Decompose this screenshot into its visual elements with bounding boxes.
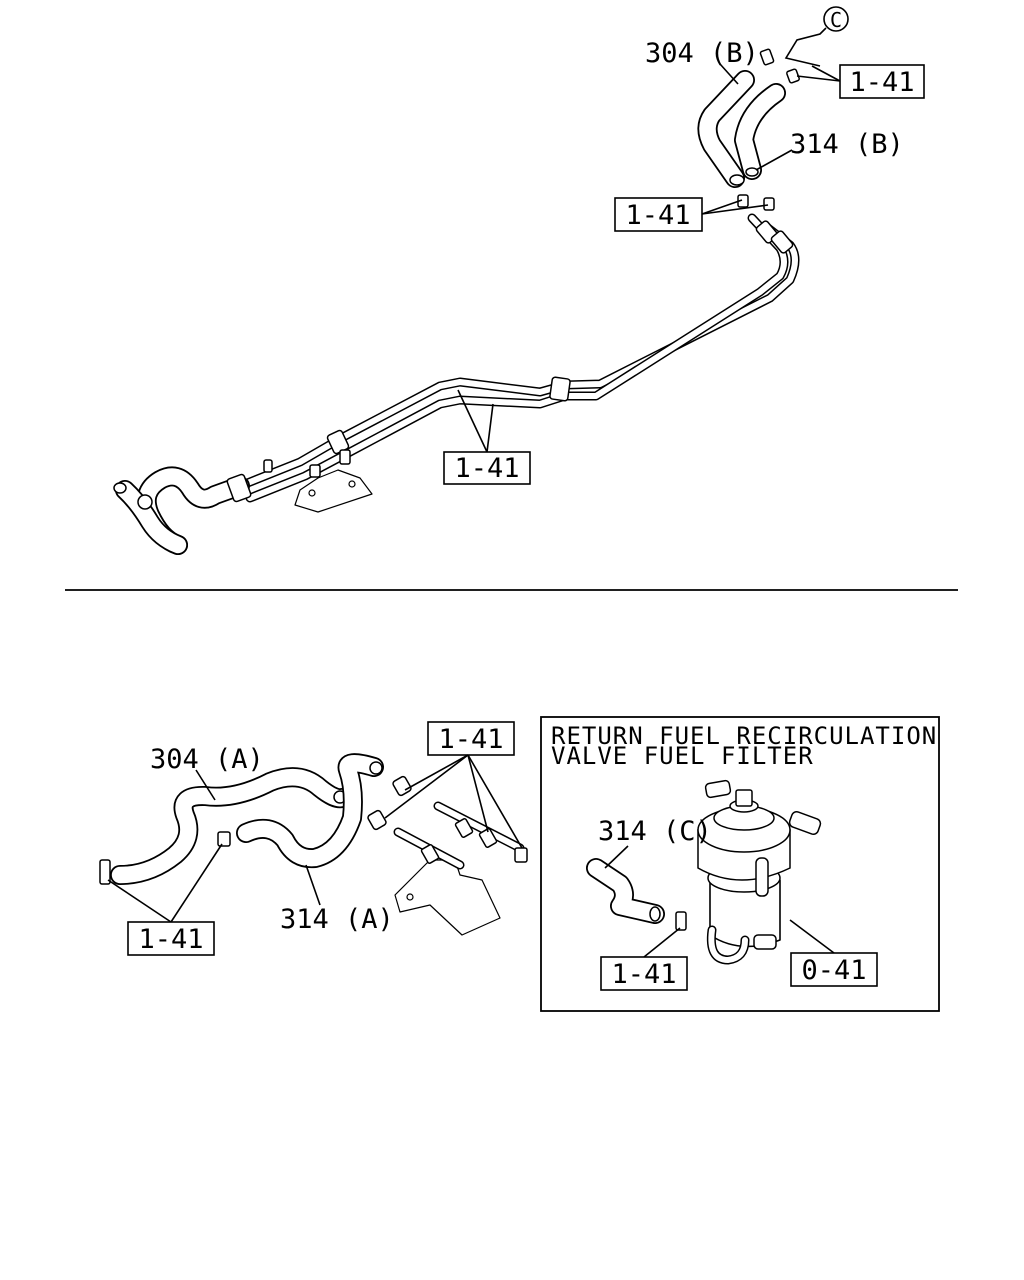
ref-box-1-41-top-mid: 1-41: [614, 197, 769, 232]
svg-text:1-41: 1-41: [438, 724, 503, 755]
ref-box-1-41-bottom-left: 1-41: [107, 843, 223, 956]
svg-text:1-41: 1-41: [611, 959, 676, 990]
ref-box-1-41-inset: 1-41: [600, 927, 688, 991]
label-314c: 314 (C): [598, 816, 712, 847]
clip-small: [217, 831, 231, 847]
svg-text:1-41: 1-41: [138, 924, 203, 955]
clip-left: [99, 859, 111, 885]
svg-text:1-41: 1-41: [849, 67, 914, 98]
label-304a: 304 (A): [150, 744, 264, 775]
svg-text:0-41: 0-41: [801, 955, 866, 986]
fuel-filter: [675, 779, 822, 965]
label-314a: 314 (A): [280, 904, 394, 935]
svg-text:1-41: 1-41: [454, 453, 519, 484]
ref-box-1-41-top-right: 1-41: [796, 64, 925, 99]
hose-304b: [697, 70, 755, 188]
label-314b: 314 (B): [790, 129, 904, 160]
hose-314a: [236, 753, 384, 869]
fuel-pipe-assembly: [113, 213, 800, 555]
pipe-bracket-assembly: [367, 775, 528, 936]
callout-c-label: C: [830, 8, 842, 32]
callout-c-circle: [823, 6, 849, 32]
ref-box-1-41-top-center: 1-41: [443, 389, 531, 485]
inset-return-fuel-valve: RETURN FUEL RECIRCULATION VALVE FUEL FIL…: [540, 716, 940, 1012]
svg-text:1-41: 1-41: [625, 200, 690, 231]
label-304b: 304 (B): [645, 38, 759, 69]
inset-title-line2: VALVE FUEL FILTER: [551, 742, 814, 770]
ref-box-1-41-bottom-right-pipes: 1-41: [384, 721, 523, 849]
inset-title-line1: RETURN FUEL RECIRCULATION: [551, 722, 937, 750]
clip-top: [737, 48, 800, 211]
hose-314b: [734, 83, 786, 180]
hose-314c: [586, 858, 665, 924]
ref-box-0-41-inset: 0-41: [789, 919, 878, 987]
